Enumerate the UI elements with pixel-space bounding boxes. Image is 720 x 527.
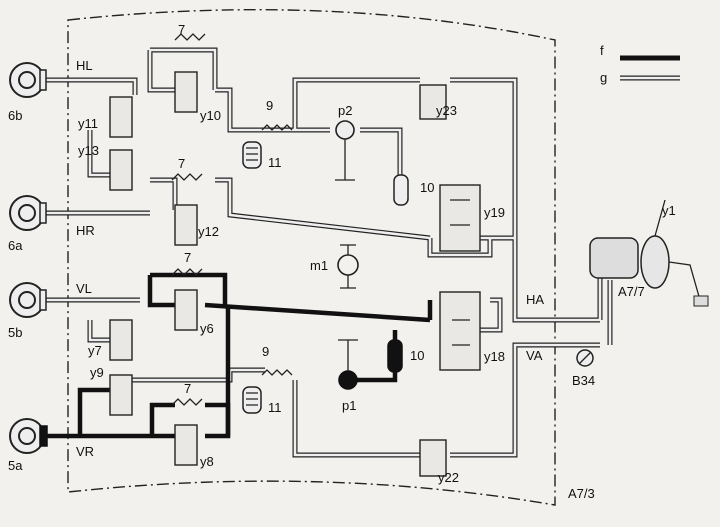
label-motor-m1: m1: [310, 258, 328, 273]
label-pump-p1: p1: [342, 398, 356, 413]
label-unit-a7-3: A7/3: [568, 486, 595, 501]
label-damper-2: 10: [410, 348, 424, 363]
wheel-5b: [9, 282, 47, 318]
labels: 6b HL 6a HR 5b VL 5a VR y10 y11 y13 y12 …: [8, 22, 676, 501]
label-wheel-5a: 5a: [8, 458, 23, 473]
solenoid-valves: [109, 71, 481, 477]
label-y18: y18: [484, 349, 505, 364]
label-line-hr: HR: [76, 223, 95, 238]
label-circuit-ha: HA: [526, 292, 544, 307]
label-unit-a7-7: A7/7: [618, 284, 645, 299]
valve-y22: [419, 439, 447, 477]
label-y9: y9: [90, 365, 104, 380]
label-y10: y10: [200, 108, 221, 123]
valve-y8: [174, 424, 198, 466]
label-y8: y8: [200, 454, 214, 469]
label-circuit-va: VA: [526, 348, 543, 363]
valve-y19: [439, 184, 481, 252]
wheel-6a: [9, 195, 47, 231]
pump-p2: [335, 120, 355, 140]
legend: f g: [600, 43, 680, 85]
unit-boundary: [67, 9, 556, 506]
label-y1: y1: [662, 203, 676, 218]
label-y12: y12: [198, 224, 219, 239]
legend-key-g: g: [600, 70, 607, 85]
label-line-vr: VR: [76, 444, 94, 459]
label-check-valve-1: 7: [178, 22, 185, 37]
valve-y6: [174, 289, 198, 331]
label-check-valve-3: 7: [184, 250, 191, 265]
label-sensor-b34: B34: [572, 373, 595, 388]
label-line-vl: VL: [76, 281, 92, 296]
label-wheel-5b: 5b: [8, 325, 22, 340]
brake-booster: [589, 199, 709, 307]
valve-y13: [109, 149, 133, 191]
label-wheel-6b: 6b: [8, 108, 22, 123]
valve-y10: [174, 71, 198, 113]
label-wheel-6a: 6a: [8, 238, 23, 253]
label-accumulator-1: 11: [268, 155, 282, 170]
restrictors: [261, 124, 293, 376]
label-y7: y7: [88, 343, 102, 358]
label-check-valve-4: 7: [184, 381, 191, 396]
check-valves: [171, 33, 206, 406]
legend-key-f: f: [600, 43, 604, 58]
label-check-valve-2: 7: [178, 156, 185, 171]
label-y19: y19: [484, 205, 505, 220]
label-y23: y23: [436, 103, 457, 118]
wheel-5a: [9, 418, 48, 454]
label-restrictor-2: 9: [262, 344, 269, 359]
valve-y11: [109, 96, 133, 138]
dampers: [387, 174, 409, 373]
wheel-6b: [9, 62, 47, 98]
motor-m1: [337, 244, 359, 289]
label-y22: y22: [438, 470, 459, 485]
sensor-b34: [576, 349, 594, 367]
label-line-hl: HL: [76, 58, 93, 73]
pumps: [335, 120, 358, 390]
label-y13: y13: [78, 143, 99, 158]
accumulators: [242, 141, 262, 414]
valve-y12: [174, 204, 198, 246]
valve-y23: [419, 84, 447, 120]
label-y11: y11: [78, 116, 98, 131]
label-pump-p2: p2: [338, 103, 352, 118]
valve-y9: [109, 374, 133, 416]
valve-y7: [109, 319, 133, 361]
label-damper-1: 10: [420, 180, 434, 195]
pump-p1: [338, 370, 358, 390]
label-accumulator-2: 11: [268, 400, 282, 415]
label-y6: y6: [200, 321, 214, 336]
label-restrictor-1: 9: [266, 98, 273, 113]
valve-y18: [439, 291, 481, 371]
